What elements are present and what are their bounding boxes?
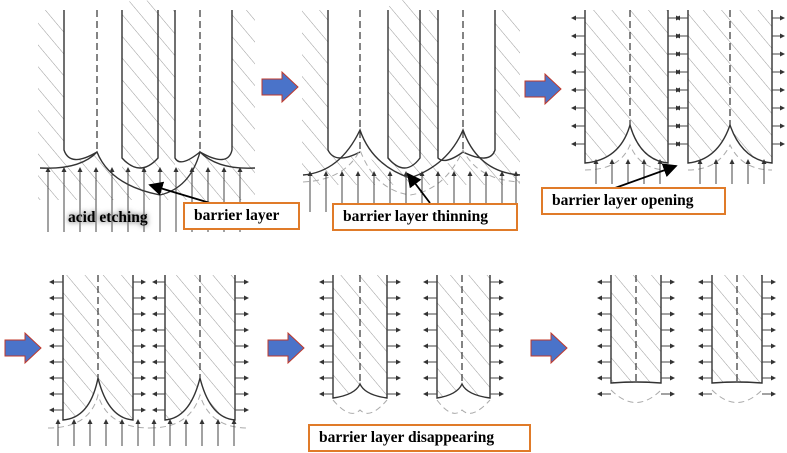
flow-arrow-icon — [524, 72, 562, 106]
flow-arrow-icon — [4, 331, 42, 365]
stage-final-panel — [597, 275, 776, 403]
barrier-layer-opening-label: barrier layer opening — [541, 187, 726, 215]
opening-pointer — [614, 163, 678, 189]
barrier-layer-pointer — [148, 181, 211, 204]
flow-arrow-icon — [267, 331, 305, 365]
stage-disappearing-panel — [319, 275, 504, 414]
barrier-layer-thinning-label: barrier layer thinning — [332, 203, 518, 231]
stage-widening-panel — [47, 275, 249, 446]
acid-etching-label: acid etching — [68, 209, 148, 226]
barrier-layer-disappearing-label: barrier layer disappearing — [308, 424, 531, 452]
barrier-layer-label: barrier layer — [183, 202, 300, 230]
stage-thinning-panel — [302, 0, 521, 212]
stage-initial-panel — [38, 0, 256, 232]
thinning-pointer — [406, 172, 431, 204]
flow-arrow-icon — [261, 70, 299, 104]
stage-opening-panel — [571, 10, 785, 184]
flow-arrow-icon — [530, 331, 568, 365]
